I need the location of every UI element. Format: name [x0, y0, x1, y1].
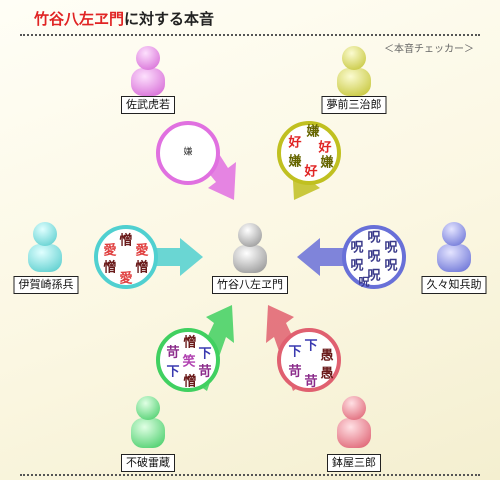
bubble-word: 下: [288, 344, 302, 360]
title-suffix: に対する本音: [124, 10, 215, 28]
bubble-word: 愛: [119, 271, 133, 287]
person-label-kuku: 久々知兵助: [421, 276, 487, 294]
bubble-word: 愚: [320, 348, 334, 364]
arrow-kuku: [297, 238, 380, 276]
bubble-iga: [94, 225, 158, 289]
bubble-word: 下: [166, 364, 180, 380]
bubble-word: 憎: [103, 260, 117, 276]
bubble-word: 呪: [358, 275, 370, 289]
bubble-fuwa: [156, 328, 220, 392]
bubble-word: 下: [198, 346, 212, 362]
person-label-hachi: 鉢屋三郎: [327, 454, 381, 472]
bubble-word: 好: [318, 140, 332, 156]
bubble-word: 笑: [182, 354, 196, 370]
person-label-center: 竹谷八左ヱ門: [212, 276, 288, 294]
bubble-word: 憎: [183, 335, 197, 351]
bubble-word: 嫌: [320, 155, 334, 171]
bubble-word: 憎: [183, 374, 197, 390]
bubble-word: 呪: [367, 230, 381, 246]
bubble-word: 呪: [350, 258, 364, 274]
person-label-sabu: 佐武虎若: [121, 96, 175, 114]
bubble-kuku: [342, 225, 406, 289]
bubble-word: 苛: [288, 364, 302, 380]
bubble-word: 呪: [367, 249, 381, 265]
title-name: 竹谷八左ヱ門: [34, 10, 125, 28]
bubble-word: 呪: [384, 258, 398, 274]
bubble-word: 憎: [135, 260, 149, 276]
bubble-word: 下: [304, 338, 318, 354]
bubble-word: 呪: [384, 240, 398, 256]
bubble-word: 愚: [320, 366, 334, 382]
bubble-word: 呪: [350, 240, 364, 256]
avatar-yume: [337, 46, 371, 96]
avatar-kuku: [437, 222, 471, 272]
bubble-word: 愛: [103, 243, 117, 259]
bubble-hachi: [277, 328, 341, 392]
top-divider: [20, 34, 480, 36]
bubble-word: 苛: [166, 345, 180, 361]
bubble-yume: [277, 121, 341, 185]
bubble-word: 好: [304, 164, 318, 180]
page-title: 竹谷八左ヱ門に対する本音: [34, 8, 214, 29]
bubble-word: 苛: [304, 374, 318, 390]
bubble-word: 好: [288, 135, 302, 151]
bubble-word: 嫌: [306, 124, 320, 140]
bubble-word: 嫌: [288, 154, 302, 170]
person-label-fuwa: 不破雷蔵: [121, 454, 175, 472]
bubble-word: 愛: [135, 243, 149, 259]
avatar-hachi: [337, 396, 371, 448]
avatar-fuwa: [131, 396, 165, 448]
bottom-divider: [20, 474, 480, 476]
subtitle: ＜本音チェッカー＞: [384, 44, 474, 55]
bubble-word: 嫌: [182, 147, 194, 159]
avatar-sabu: [131, 46, 165, 96]
person-label-yume: 夢前三治郎: [321, 96, 387, 114]
avatar-center: [233, 223, 267, 273]
avatar-iga: [28, 222, 62, 272]
person-label-iga: 伊賀崎孫兵: [13, 276, 79, 294]
bubble-word: 憎: [119, 233, 133, 249]
arrow-iga: [120, 238, 203, 276]
bubble-word: 苛: [198, 364, 212, 380]
bubble-word: 呪: [367, 268, 381, 284]
